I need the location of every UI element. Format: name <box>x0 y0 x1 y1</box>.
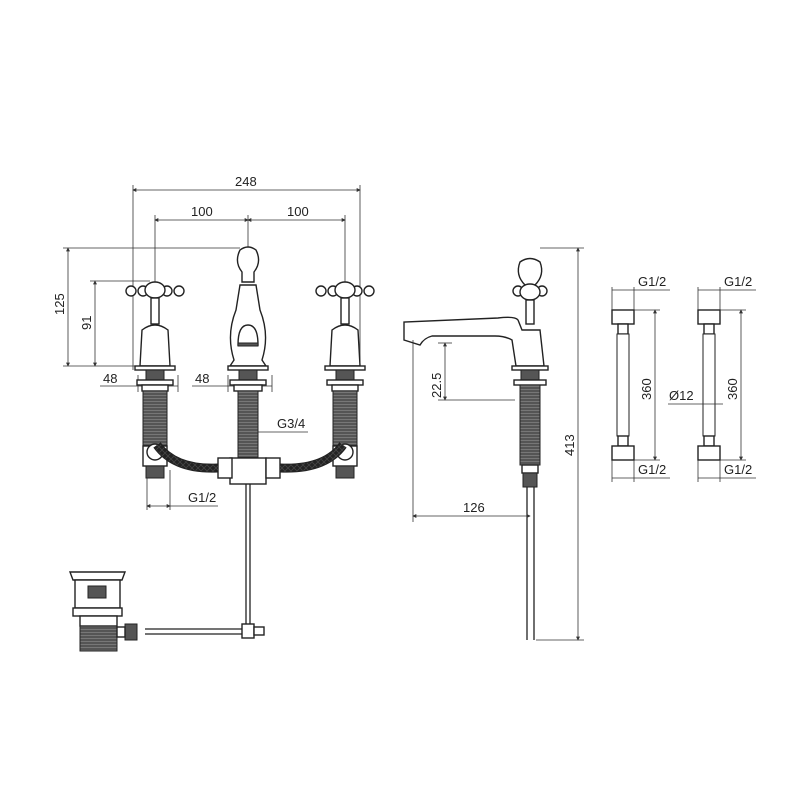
side-dimensions <box>412 247 584 641</box>
dim-handle-height: 91 <box>79 316 94 330</box>
right-tap <box>315 281 375 479</box>
side-view-tap <box>403 257 549 640</box>
center-spout-and-lever <box>217 246 281 485</box>
dim-spout-reach: 126 <box>463 500 485 515</box>
dim-spout-clearance: 22.5 <box>429 373 444 398</box>
hose-2-top-thread: G1/2 <box>724 274 752 289</box>
dim-center-thread: G3/4 <box>277 416 305 431</box>
hose-1-length: 360 <box>639 378 654 400</box>
pop-up-rod-and-waste <box>68 484 265 652</box>
dim-total-height: 413 <box>562 434 577 456</box>
hose-2-bottom-thread: G1/2 <box>724 462 752 477</box>
dim-spout-height: 125 <box>52 293 67 315</box>
dim-overall-width: 248 <box>235 174 257 189</box>
hose-2-length: 360 <box>725 378 740 400</box>
dim-inlet-thread: G1/2 <box>188 490 216 505</box>
flexible-hose-2 <box>668 287 756 482</box>
connecting-hoses <box>153 442 347 473</box>
dim-left-spacing: 100 <box>191 204 213 219</box>
left-tap <box>125 281 185 479</box>
hose-2-diameter: Ø12 <box>669 388 694 403</box>
hose-1-bottom-thread: G1/2 <box>638 462 666 477</box>
dim-center-base: 48 <box>195 371 209 386</box>
flexible-hose-1 <box>611 287 670 482</box>
dim-left-base: 48 <box>103 371 117 386</box>
dim-right-spacing: 100 <box>287 204 309 219</box>
hose-1-top-thread: G1/2 <box>638 274 666 289</box>
